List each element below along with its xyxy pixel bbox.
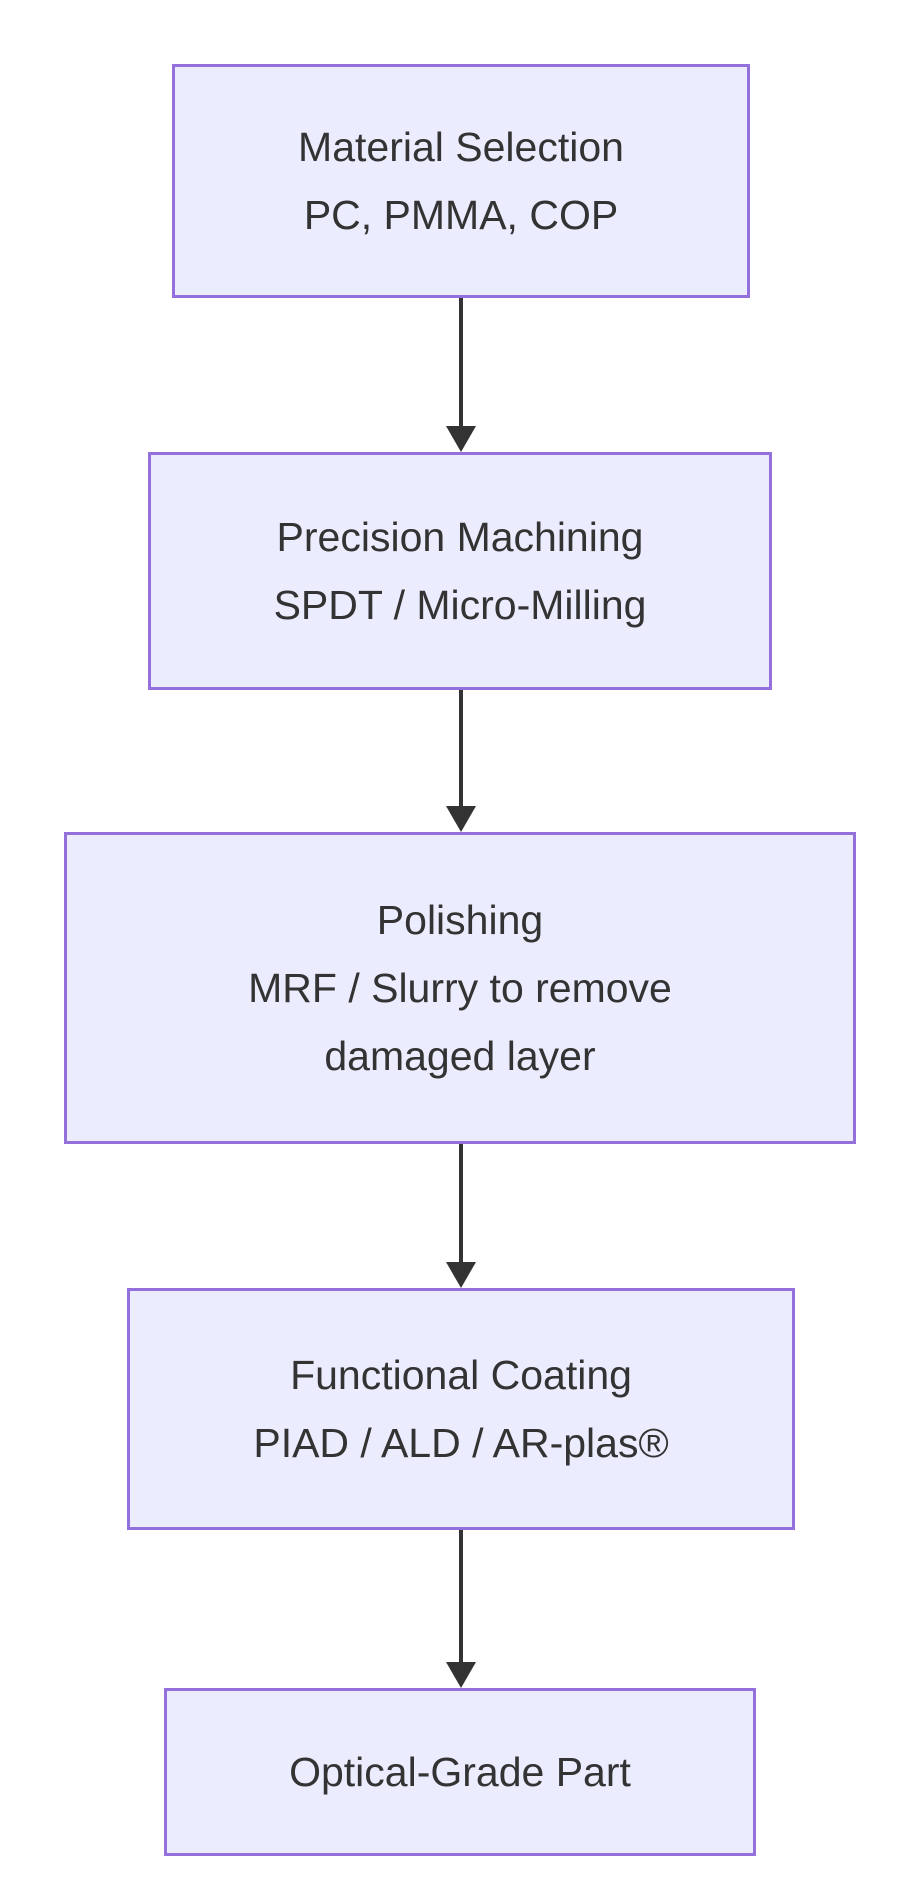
node-precision-machining: Precision Machining SPDT / Micro-Milling: [148, 452, 772, 690]
arrowhead-down-icon: [446, 1262, 476, 1288]
arrowhead-down-icon: [446, 1662, 476, 1688]
edge-arrow-coating-to-part: [446, 1530, 476, 1688]
node-label-line: SPDT / Micro-Milling: [273, 582, 647, 628]
node-label-line: Material Selection: [298, 124, 624, 170]
node-label-line: Polishing: [376, 897, 544, 943]
arrow-shaft: [459, 1144, 463, 1263]
node-polishing: Polishing MRF / Slurry to remove damaged…: [64, 832, 856, 1144]
node-label-line: PC, PMMA, COP: [303, 192, 619, 238]
node-optical-grade-part: Optical-Grade Part: [164, 1688, 756, 1856]
arrow-shaft: [459, 1530, 463, 1663]
arrowhead-down-icon: [446, 426, 476, 452]
node-functional-coating: Functional Coating PIAD / ALD / AR-plas®: [127, 1288, 795, 1530]
node-label-line: Optical-Grade Part: [289, 1749, 631, 1795]
node-material-selection: Material Selection PC, PMMA, COP: [172, 64, 750, 298]
edge-arrow-machining-to-polishing: [446, 690, 476, 832]
node-label-line: MRF / Slurry to remove: [248, 965, 672, 1011]
node-label-line: damaged layer: [324, 1033, 596, 1079]
arrow-shaft: [459, 690, 463, 807]
arrow-shaft: [459, 298, 463, 427]
edge-arrow-material-to-machining: [446, 298, 476, 452]
node-label-line: Precision Machining: [276, 514, 644, 560]
node-label-line: PIAD / ALD / AR-plas®: [253, 1420, 669, 1466]
node-label-line: Functional Coating: [290, 1352, 632, 1398]
arrowhead-down-icon: [446, 806, 476, 832]
edge-arrow-polishing-to-coating: [446, 1144, 476, 1288]
